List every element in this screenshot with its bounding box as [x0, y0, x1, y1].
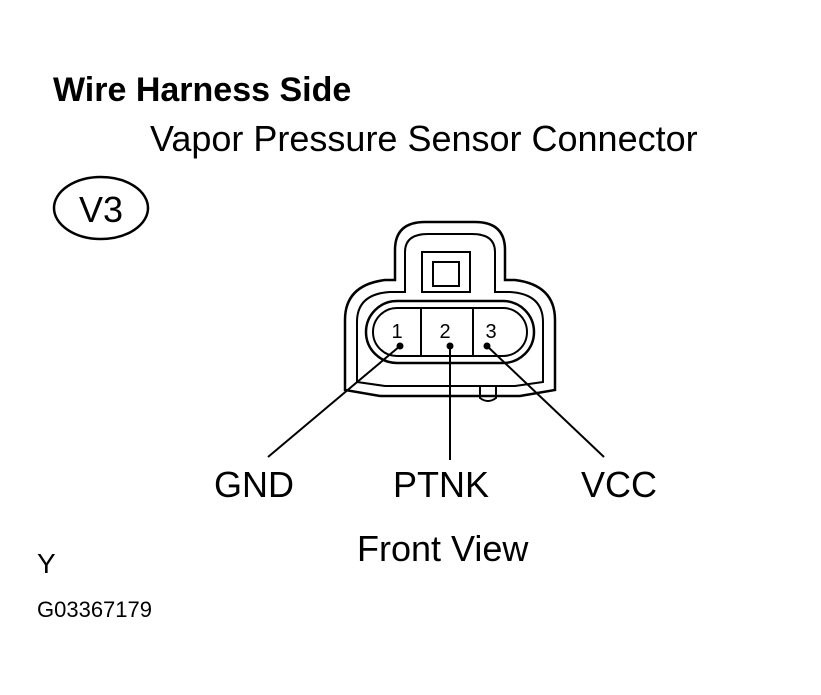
connector-code-oval	[52, 175, 150, 241]
view-label: Front View	[357, 528, 529, 569]
pin-2-dot	[446, 342, 454, 350]
connector-code-label: V3	[79, 189, 123, 230]
pin-number-3: 3	[485, 321, 496, 343]
pin-2-signal-label: PTNK	[393, 464, 490, 505]
connector-housing-inner	[356, 233, 544, 387]
pin-1-dot	[396, 342, 404, 350]
locking-latch	[421, 251, 471, 293]
connector-housing	[343, 220, 557, 398]
pin-3-dot	[483, 342, 491, 350]
locking-latch-tab	[432, 261, 460, 287]
pin-number-1: 1	[391, 321, 402, 343]
region-mark: Y	[37, 548, 56, 579]
keying-notch	[479, 386, 497, 402]
pin-1-signal-label: GND	[214, 464, 294, 505]
connector-name: Vapor Pressure Sensor Connector	[150, 118, 698, 159]
pin-1-leader-line	[267, 345, 401, 458]
figure-id: G03367179	[37, 597, 152, 622]
pin-3-signal-label: VCC	[581, 464, 658, 505]
page-title: Wire Harness Side	[53, 71, 352, 109]
pin-3-leader-line	[486, 345, 605, 458]
pin-number-2: 2	[439, 321, 450, 343]
